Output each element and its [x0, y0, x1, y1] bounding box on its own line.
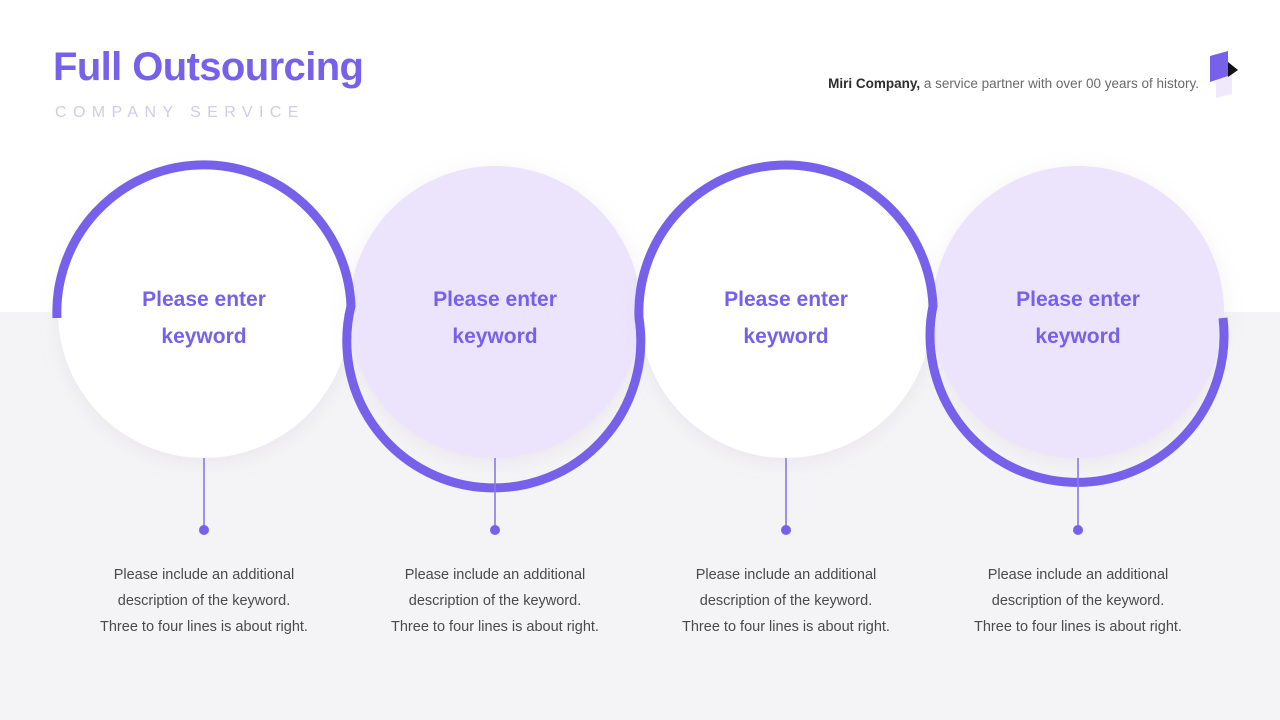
- step-keyword-2[interactable]: Please enter keyword: [380, 281, 610, 356]
- tagline-rest: a service partner with over 00 years of …: [920, 76, 1199, 91]
- step-keyword-4-line2: keyword: [1035, 325, 1121, 349]
- step-circle-1-fill[interactable]: [58, 166, 350, 458]
- step-description-1-line3: Three to four lines is about right.: [100, 618, 308, 635]
- step-keyword-3-line1: Please enter: [724, 288, 848, 311]
- step-keyword-3[interactable]: Please enter keyword: [671, 281, 901, 356]
- step-description-2-line1: Please include an additional: [404, 567, 586, 583]
- step-description-2-line2: description of the keyword.: [408, 592, 582, 609]
- step-description-2: Please include an additional description…: [364, 563, 626, 640]
- step-description-4-line3: Three to four lines is about right.: [974, 618, 1182, 635]
- step-keyword-1-line2: keyword: [161, 325, 247, 349]
- step-keyword-4[interactable]: Please enter keyword: [963, 281, 1193, 356]
- parallelogram-play-logo-icon: [1210, 51, 1238, 98]
- slide-header: Full Outsourcing COMPANY SERVICE Miri Co…: [0, 0, 1280, 160]
- step-description-4-line2: description of the keyword.: [991, 592, 1165, 609]
- step-circle-4-fill[interactable]: [932, 166, 1224, 458]
- step-description-2-line3: Three to four lines is about right.: [391, 618, 599, 635]
- step-description-3-line1: Please include an additional: [695, 567, 877, 583]
- step-circle-2-fill[interactable]: [349, 166, 641, 458]
- step-description-1: Please include an additional description…: [73, 563, 335, 640]
- step-description-4: Please include an additional description…: [947, 563, 1209, 640]
- step-keyword-1[interactable]: Please enter keyword: [89, 281, 319, 356]
- step-description-1-line2: description of the keyword.: [117, 592, 291, 609]
- step-keyword-3-line2: keyword: [743, 325, 829, 349]
- step-description-1-line1: Please include an additional: [113, 567, 295, 583]
- step-description-3-line3: Three to four lines is about right.: [682, 618, 890, 635]
- step-keyword-2-line1: Please enter: [433, 288, 557, 311]
- connector-dot-3: [781, 525, 791, 535]
- step-description-4-line1: Please include an additional: [987, 567, 1169, 583]
- step-description-3-line2: description of the keyword.: [699, 592, 873, 609]
- tagline: Miri Company, a service partner with ove…: [828, 76, 1199, 91]
- process-wave-path: [52, 160, 1229, 493]
- step-keyword-2-line2: keyword: [452, 325, 538, 349]
- step-circle-3-fill[interactable]: [640, 166, 932, 458]
- page-title: Full Outsourcing: [53, 45, 364, 89]
- connector-dot-1: [199, 525, 209, 535]
- step-keyword-1-line1: Please enter: [142, 288, 266, 311]
- page-subtitle: COMPANY SERVICE: [55, 104, 305, 121]
- step-description-3: Please include an additional description…: [655, 563, 917, 640]
- connector-dot-2: [490, 525, 500, 535]
- step-keyword-4-line1: Please enter: [1016, 288, 1140, 311]
- connector-dot-4: [1073, 525, 1083, 535]
- tagline-brand: Miri Company,: [828, 76, 921, 91]
